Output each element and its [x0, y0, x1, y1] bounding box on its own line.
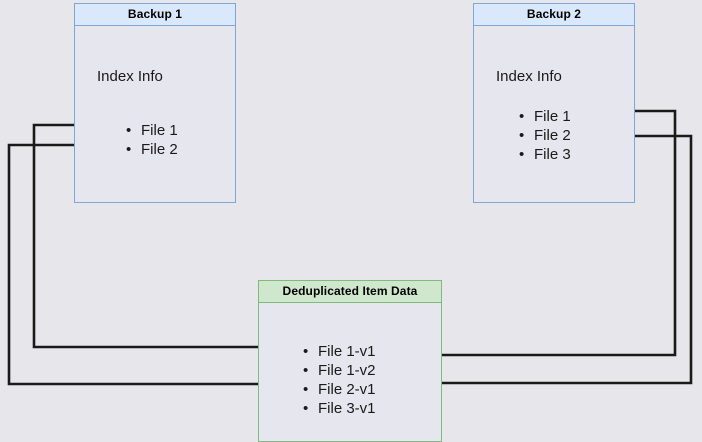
list-item: File 1: [519, 107, 571, 126]
backup-2-file-list: File 1 File 2 File 3: [519, 107, 571, 164]
node-dedup-body: File 1-v1 File 1-v2 File 2-v1 File 3-v1: [259, 303, 441, 441]
list-item: File 1-v2: [303, 361, 376, 380]
list-item: File 3-v1: [303, 399, 376, 418]
dedup-item-list: File 1-v1 File 1-v2 File 2-v1 File 3-v1: [303, 342, 376, 418]
node-backup-2-body: Index Info File 1 File 2 File 3: [474, 26, 634, 202]
list-item: File 1: [126, 121, 178, 140]
node-deduplicated-item-data[interactable]: Deduplicated Item Data File 1-v1 File 1-…: [258, 280, 442, 442]
node-backup-1-body: Index Info File 1 File 2: [75, 26, 235, 202]
edge-backup2-file2-to-file2v1: [391, 134, 693, 387]
edge-backup2-file1-to-file1v2: [391, 109, 677, 359]
edge-backup1-file2-to-file2v1: [7, 143, 299, 388]
list-item: File 2-v1: [303, 380, 376, 399]
backup-1-file-list: File 1 File 2: [126, 121, 178, 159]
node-backup-2[interactable]: Backup 2 Index Info File 1 File 2 File 3: [473, 3, 635, 203]
list-item: File 1-v1: [303, 342, 376, 361]
backup-1-index-label: Index Info: [97, 68, 163, 85]
node-backup-1[interactable]: Backup 1 Index Info File 1 File 2: [74, 3, 236, 203]
backup-2-index-label: Index Info: [496, 68, 562, 85]
list-item: File 2: [519, 126, 571, 145]
node-backup-1-title: Backup 1: [75, 4, 235, 26]
node-backup-2-title: Backup 2: [474, 4, 634, 26]
node-dedup-title: Deduplicated Item Data: [259, 281, 441, 303]
list-item: File 2: [126, 140, 178, 159]
list-item: File 3: [519, 145, 571, 164]
